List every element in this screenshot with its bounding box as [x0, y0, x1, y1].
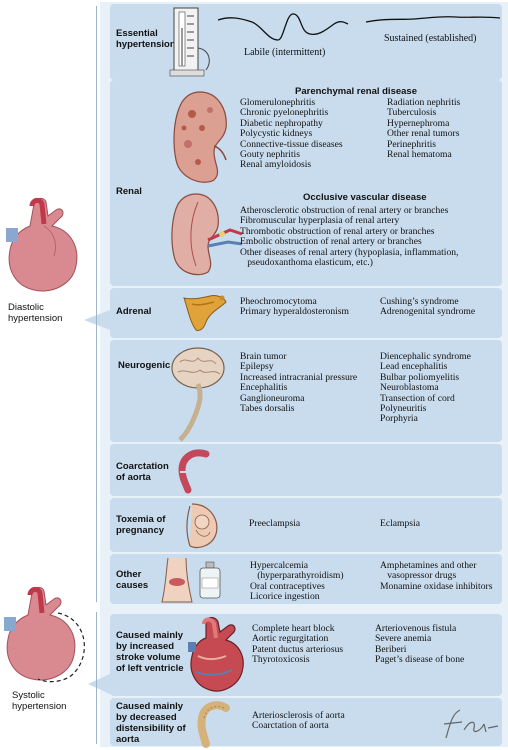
- diastolic-label: Diastolic hypertension: [8, 302, 63, 324]
- neurogenic-list-col1: Brain tumor Epilepsy Increased intracran…: [240, 351, 358, 415]
- neck-thyroid-illustration: [161, 557, 193, 603]
- sustained-pressure-trace: [365, 16, 501, 23]
- diastolic-bracket: [96, 6, 111, 602]
- adrenal-list-col2: Cushing’s syndrome Adrenogenital syndrom…: [380, 296, 476, 318]
- stroke-volume-list-col2: Arteriovenous fistula Severe anemia Beri…: [375, 623, 465, 666]
- sphygmomanometer-icon: [169, 7, 210, 77]
- medicine-bottle-illustration: [199, 561, 221, 599]
- neurogenic-list-col2: Diencephalic syndrome Lead encephalitis …: [380, 351, 471, 425]
- signature-mark: [443, 709, 499, 739]
- brain-spinal-cord-illustration: [171, 347, 225, 442]
- distensibility-panel: [110, 698, 502, 746]
- diastolic-pointer: [84, 310, 110, 330]
- systolic-bracket: [96, 612, 111, 744]
- aorta-coarctation-illustration: [178, 449, 210, 494]
- coarctation-panel: [110, 444, 502, 496]
- occlusive-header: Occlusive vascular disease: [303, 192, 427, 203]
- labile-pressure-trace: [217, 13, 349, 41]
- parenchymal-list-col1: Glomerulonephritis Chronic pyelonephriti…: [240, 97, 343, 171]
- distensibility-label: Caused mainly by decreased distensibilit…: [116, 701, 186, 745]
- adrenal-gland-illustration: [183, 295, 227, 331]
- other-causes-list-col2: Amphetamines and other vasopressor drugs…: [380, 560, 493, 592]
- neurogenic-label: Neurogenic: [118, 360, 171, 371]
- toxemia-list-col1: Preeclampsia: [249, 518, 301, 529]
- kidney-vascular-illustration: [171, 193, 243, 276]
- sclerotic-aorta-illustration: [197, 701, 230, 748]
- systolic-label: Systolic hypertension: [12, 690, 67, 712]
- diastolic-heart-illustration: [6, 197, 78, 292]
- systolic-pointer: [88, 672, 114, 696]
- pregnancy-fetus-illustration: [186, 503, 218, 549]
- labile-label: Labile (intermittent): [244, 47, 326, 58]
- adrenal-label: Adrenal: [116, 306, 152, 317]
- adrenal-list-col1: Pheochromocytoma Primary hyperaldosteron…: [240, 296, 349, 318]
- heart-cutaway-illustration: [188, 616, 244, 692]
- stroke-volume-list-col1: Complete heart block Aortic regurgitatio…: [252, 623, 344, 666]
- kidney-parenchymal-illustration: [173, 91, 227, 183]
- systolic-heart-illustration: [4, 586, 85, 683]
- neurogenic-panel: [110, 340, 502, 442]
- toxemia-list-col2: Eclampsia: [380, 518, 420, 529]
- coarctation-label: Coarctation of aorta: [116, 461, 169, 483]
- distensibility-list-col1: Arteriosclerosis of aorta Coarctation of…: [252, 710, 345, 732]
- other-causes-list-col1: Hypercalcemia (hyperparathyroidism) Oral…: [250, 560, 344, 603]
- stroke-volume-panel: [110, 614, 502, 696]
- adrenal-panel: [110, 288, 502, 338]
- other-causes-label: Other causes: [116, 569, 149, 591]
- renal-label: Renal: [116, 186, 142, 197]
- stroke-volume-label: Caused mainly by increased stroke volume…: [116, 630, 184, 674]
- toxemia-panel: [110, 498, 502, 552]
- occlusive-list: Atherosclerotic obstruction of renal art…: [240, 205, 459, 269]
- parenchymal-list-col2: Radiation nephritis Tuberculosis Hyperne…: [387, 97, 461, 161]
- parenchymal-header: Parenchymal renal disease: [295, 86, 417, 97]
- artist-signature: [440, 704, 500, 748]
- toxemia-label: Toxemia of pregnancy: [116, 514, 166, 536]
- essential-label: Essential hypertension: [116, 28, 176, 50]
- sustained-label: Sustained (established): [384, 33, 477, 44]
